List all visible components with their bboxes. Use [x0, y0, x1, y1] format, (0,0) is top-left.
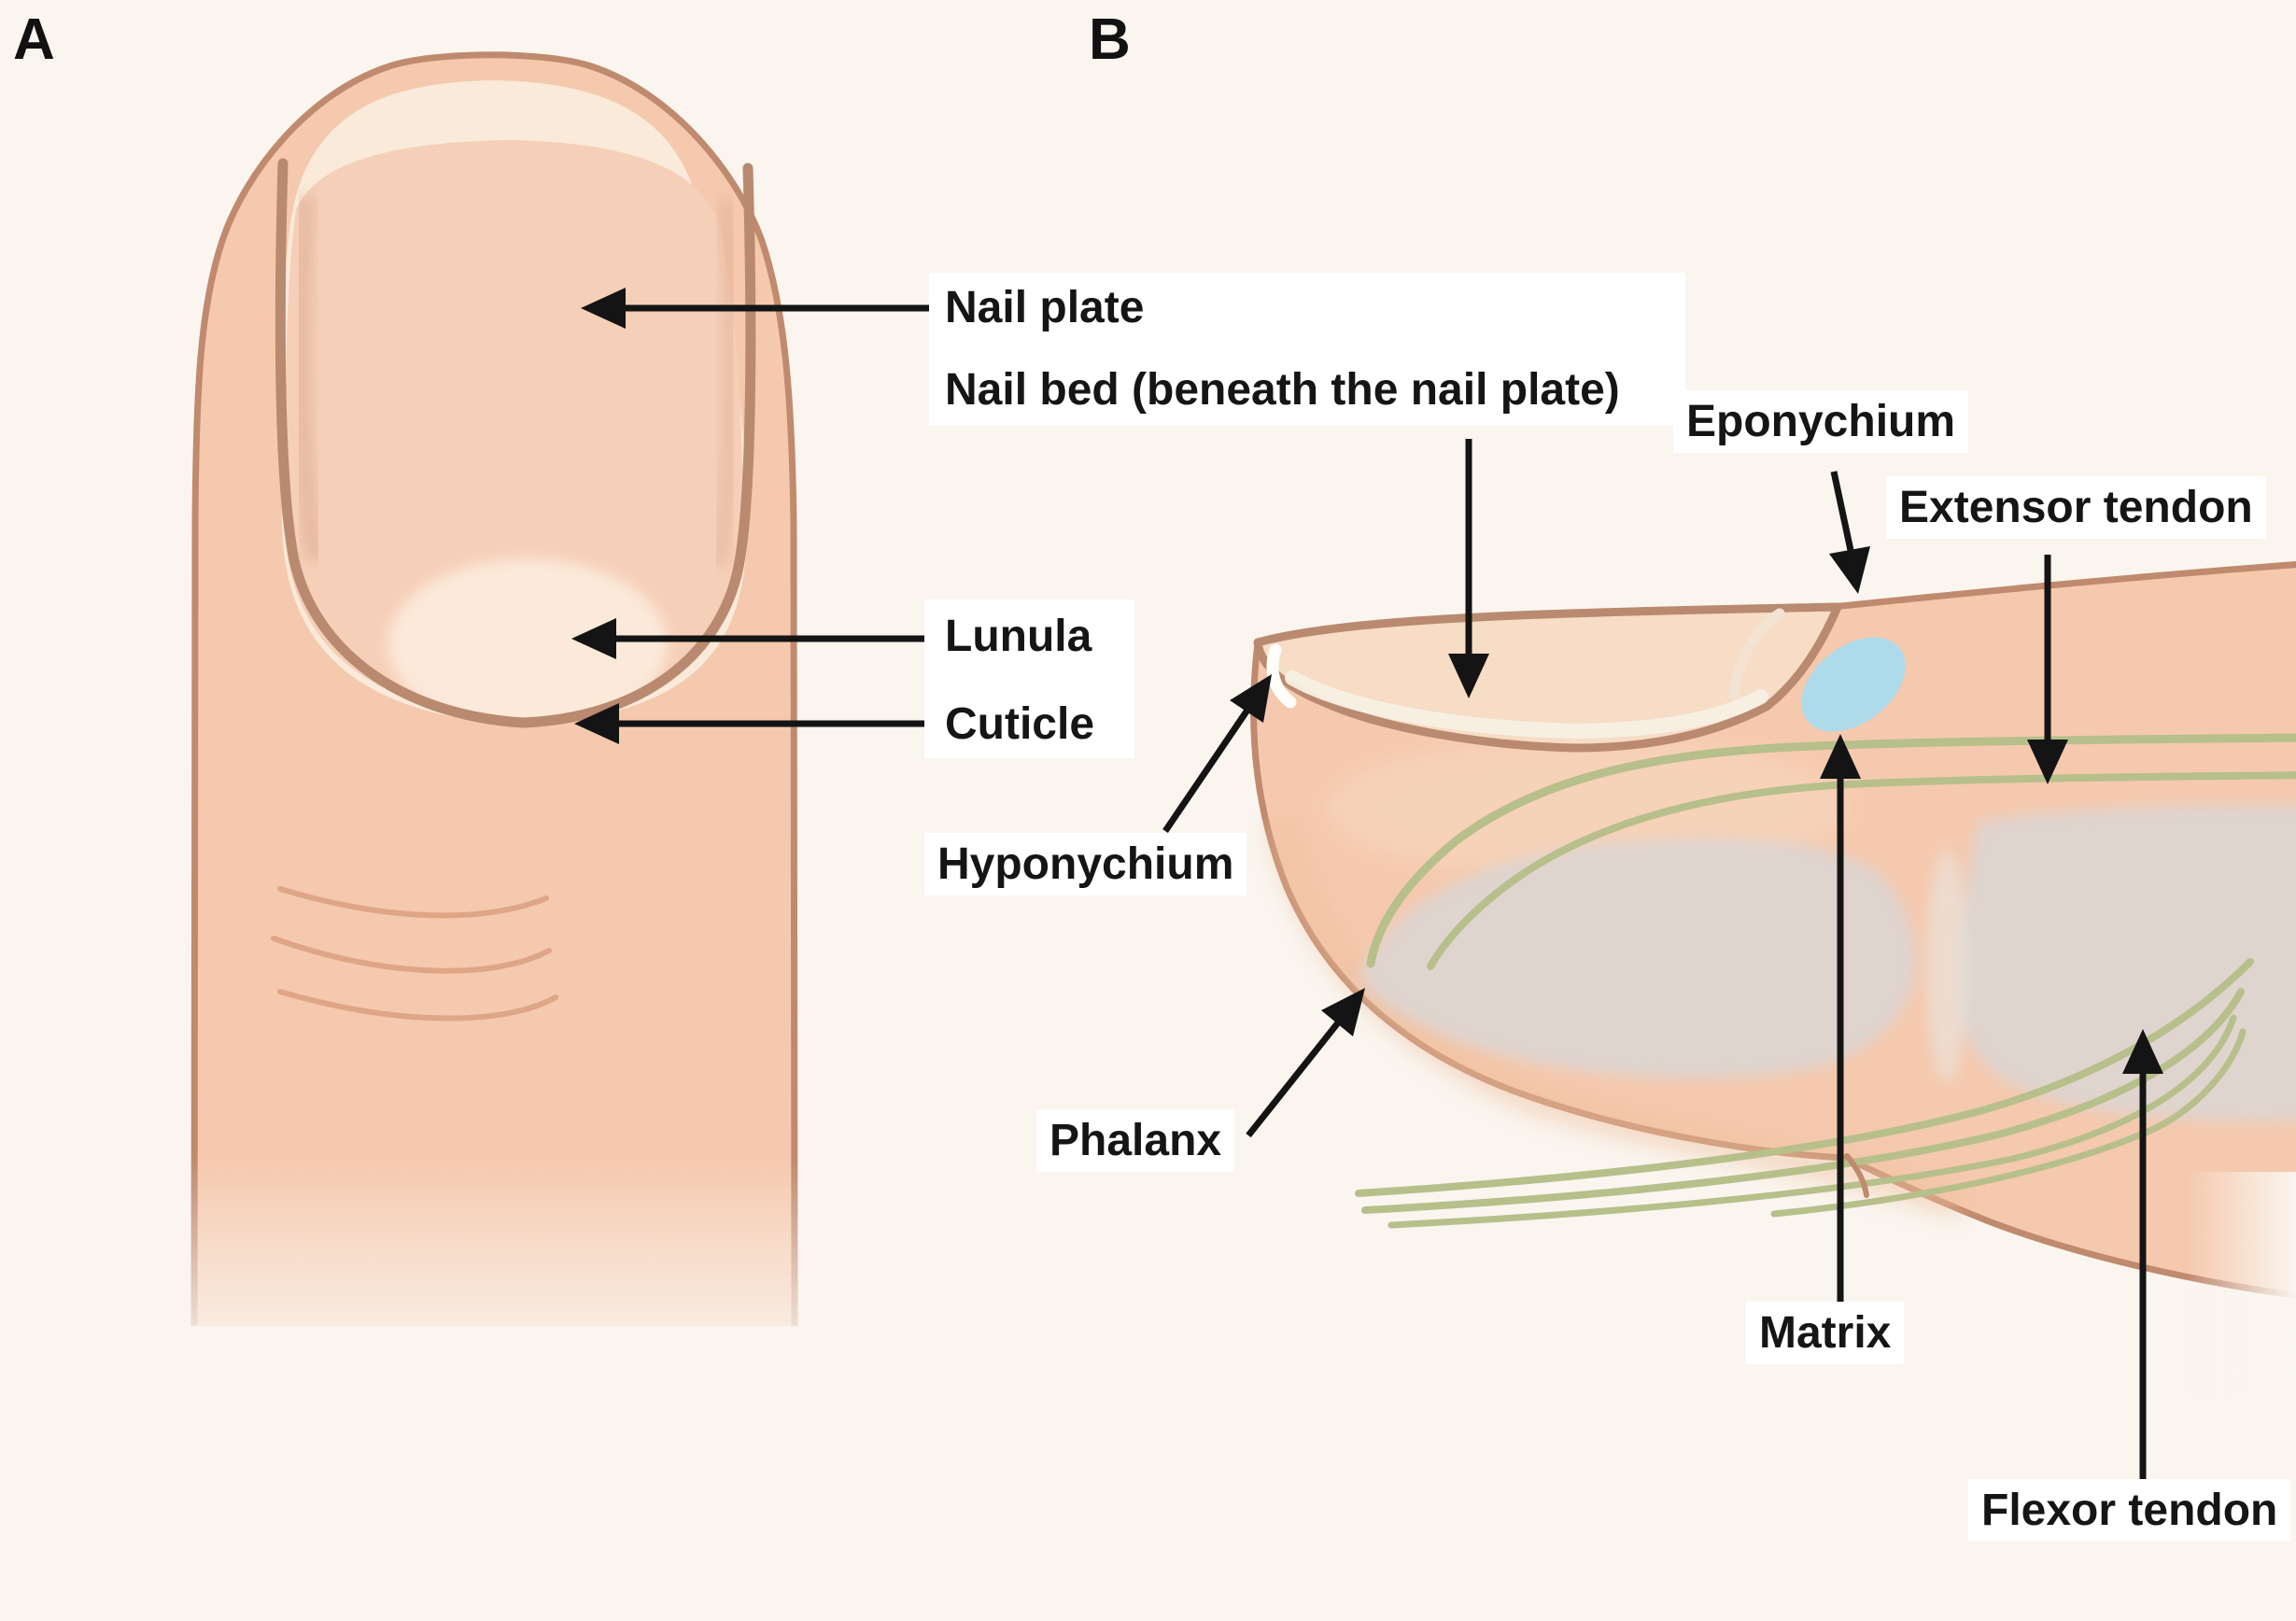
flexor-tendon-arrow — [2122, 1029, 2163, 1487]
label-flexor-tendon: Flexor tendon — [1968, 1479, 2291, 1543]
label-extensor-tendon: Extensor tendon — [1886, 476, 2266, 540]
finger-b-fade — [2185, 1172, 2296, 1396]
cuticle-line — [275, 158, 756, 728]
label-phalanx: Phalanx — [1036, 1109, 1235, 1173]
label-hyponychium: Hyponychium — [924, 833, 1247, 896]
finger-a-fade — [131, 1158, 859, 1410]
panel-a-letter: A — [13, 7, 55, 72]
phalanx-bones — [1359, 804, 2296, 1122]
extensor-tendon-arrow — [2027, 555, 2068, 784]
lunula-arrow — [571, 618, 934, 659]
cuticle-arrow — [574, 703, 934, 744]
eponychium-arrow — [1829, 471, 1870, 594]
finger-top-view — [131, 51, 859, 1410]
nail-plate-arrow — [581, 288, 934, 329]
label-matrix: Matrix — [1746, 1302, 1905, 1365]
wrinkle-lines — [271, 886, 558, 1022]
side-nail-tip-highlight — [1266, 643, 1297, 709]
matrix-shape — [1801, 637, 1906, 732]
bone-middle-phalanx — [1954, 804, 2296, 1122]
label-nail-plate: Nail plate — [932, 276, 1158, 340]
nail-plate-shape — [285, 140, 743, 719]
lunula-shape — [387, 558, 668, 719]
label-lunula: Lunula — [932, 605, 1106, 669]
label-eponychium: Eponychium — [1673, 390, 1969, 454]
hyponychium-arrow — [1162, 674, 1272, 833]
panel-b-letter: B — [1089, 7, 1131, 72]
nail-fold-shadow-left — [292, 195, 325, 562]
annotation-arrows — [571, 288, 2163, 1487]
label-nail-bed: Nail bed (beneath the nail plate) — [932, 359, 1633, 422]
flexor-tendon-lines — [1355, 958, 2254, 1229]
label-cuticle: Cuticle — [932, 693, 1108, 756]
joint-cartilage — [1926, 850, 1967, 1083]
bone-distal-phalanx — [1359, 838, 1916, 1079]
extensor-tendon-lines — [1366, 733, 2296, 970]
nail-fold-shadow-right — [711, 200, 740, 567]
nail-bed-arrow — [1448, 439, 1489, 698]
side-nail-white-band — [1285, 670, 1768, 740]
phalanx-arrow — [1246, 988, 1365, 1138]
nail-root-line — [1728, 608, 1785, 700]
joint-crease — [1844, 1153, 1869, 1198]
matrix-arrow — [1820, 734, 1861, 1304]
